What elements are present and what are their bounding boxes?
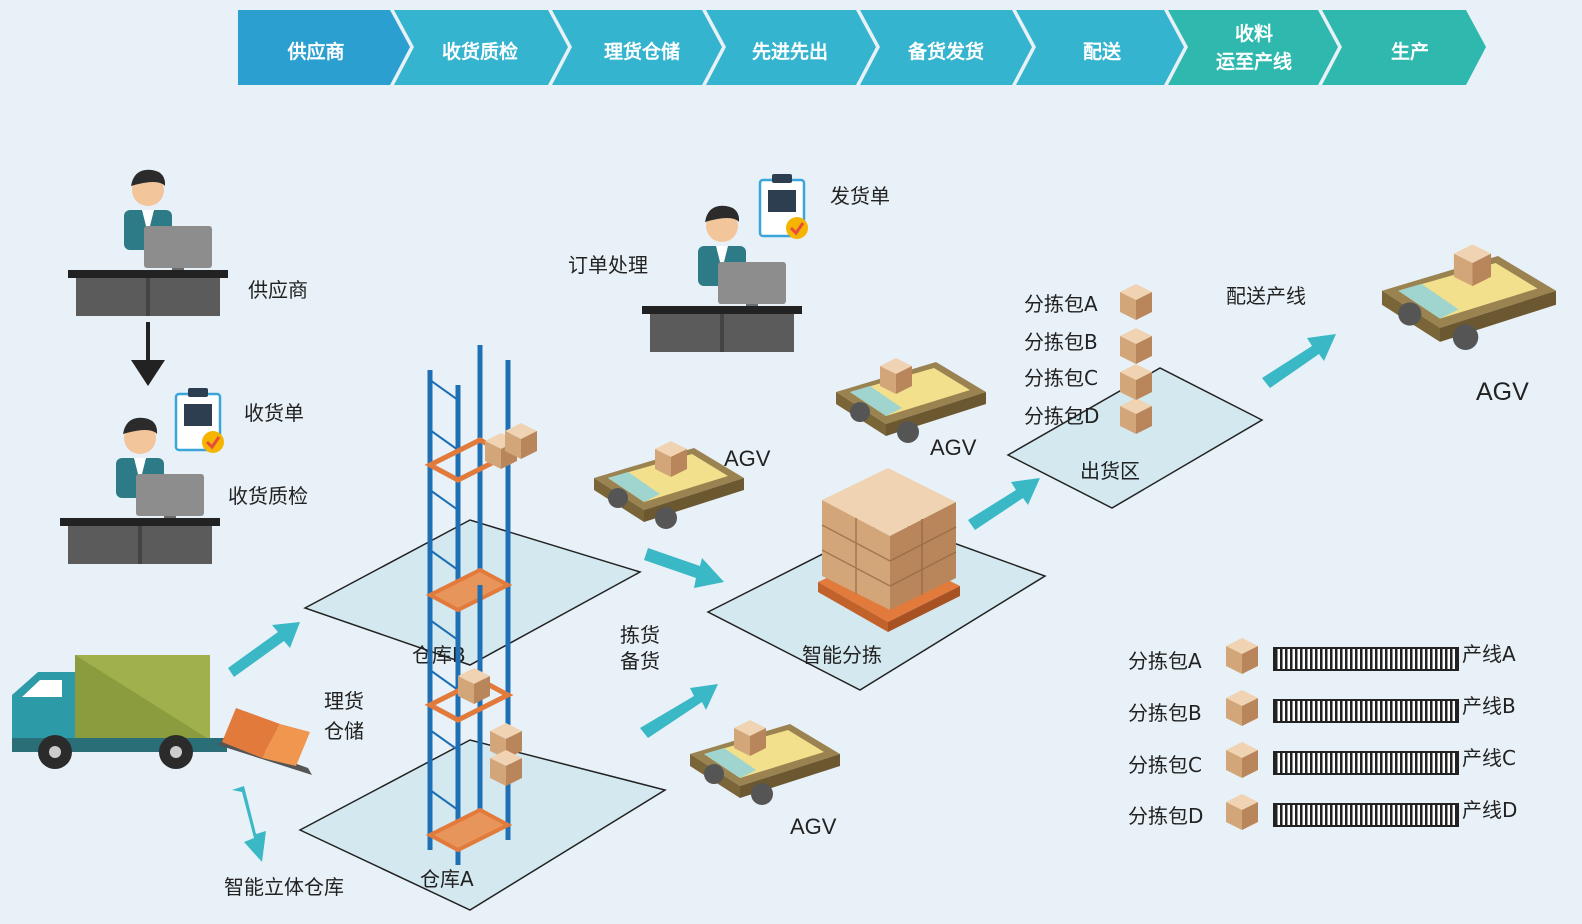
line-map-package: 分拣包B bbox=[1128, 701, 1202, 725]
receipt-doc-label: 收货单 bbox=[244, 401, 304, 425]
shipping-area-label: 出货区 bbox=[1080, 459, 1140, 483]
warehouse-a-label: 仓库A bbox=[420, 867, 474, 891]
box-icon bbox=[1226, 690, 1258, 726]
agv-2-label: AGV bbox=[930, 435, 977, 460]
step-1-label: 供应商 bbox=[286, 40, 344, 63]
step-4-label: 先进先出 bbox=[752, 40, 828, 63]
step-2-chevron bbox=[394, 10, 568, 85]
conveyor-icon bbox=[1273, 751, 1459, 775]
agv-1-label: AGV bbox=[724, 446, 771, 471]
box-icon bbox=[1226, 742, 1258, 778]
box-icon bbox=[1120, 328, 1152, 364]
box-icon bbox=[1226, 638, 1258, 674]
step-6-chevron bbox=[1016, 10, 1184, 85]
receipt-clipboard-icon bbox=[174, 386, 226, 455]
box-icon bbox=[1120, 284, 1152, 320]
box-icon bbox=[1226, 794, 1258, 830]
step-4-chevron bbox=[706, 10, 876, 85]
step-3-label: 理货仓储 bbox=[604, 40, 680, 63]
arrow-ship-to-line bbox=[1262, 334, 1336, 388]
step-8-label: 生产 bbox=[1391, 40, 1429, 63]
step-2-label: 收货质检 bbox=[442, 40, 518, 63]
order-processing-label: 订单处理 bbox=[568, 253, 648, 277]
pallet-boxes-icon bbox=[818, 468, 960, 632]
down-arrow-icon bbox=[131, 322, 165, 386]
conveyor-icon bbox=[1273, 699, 1459, 723]
shipping-floor bbox=[1006, 367, 1264, 509]
monitor-icon bbox=[718, 262, 786, 312]
supplier-label: 供应商 bbox=[248, 278, 308, 302]
line-map-row: 分拣包B 产线B bbox=[1128, 690, 1516, 726]
arrow-sort-to-ship bbox=[968, 478, 1040, 530]
process-flow-bar: 供应商 收货质检 理货仓储 先进先出 备货发货 配送 收料 运至产线 生产 bbox=[238, 10, 1486, 85]
line-map-row: 分拣包C 产线C bbox=[1128, 742, 1516, 778]
step-3-chevron bbox=[552, 10, 722, 85]
shipping-doc-label: 发货单 bbox=[830, 184, 890, 208]
line-map-row: 分拣包A 产线A bbox=[1128, 638, 1516, 674]
arrow-truck-down bbox=[232, 786, 266, 862]
arrow-a-to-agv bbox=[640, 684, 718, 738]
step-5-label: 备货发货 bbox=[907, 40, 984, 63]
stock-storage-label-line2: 仓储 bbox=[324, 719, 364, 743]
flow-arrows bbox=[228, 334, 1336, 862]
arrow-truck-to-b bbox=[228, 622, 300, 677]
stock-storage-label-line1: 理货 bbox=[324, 689, 364, 713]
step-7-label-line2: 运至产线 bbox=[1216, 50, 1292, 73]
stack-package-d: 分拣包D bbox=[1024, 404, 1099, 428]
desk-icon bbox=[68, 270, 228, 316]
agv-4-label: AGV bbox=[1476, 378, 1529, 406]
monitor-icon bbox=[136, 474, 204, 524]
conveyor-icon bbox=[1273, 647, 1459, 671]
step-7-chevron bbox=[1168, 10, 1338, 85]
stack-package-a: 分拣包A bbox=[1024, 292, 1098, 316]
arrow-agv-to-sort bbox=[644, 548, 724, 588]
line-map-package: 分拣包D bbox=[1128, 804, 1203, 828]
receive-inspect-label: 收货质检 bbox=[228, 484, 308, 508]
step-7-label-line1: 收料 bbox=[1235, 22, 1273, 45]
box-icon bbox=[458, 668, 490, 704]
line-map-line: 产线C bbox=[1462, 746, 1516, 770]
agv-3-label: AGV bbox=[790, 814, 837, 839]
stack-package-b: 分拣包B bbox=[1024, 330, 1098, 354]
desk-icon bbox=[60, 518, 220, 564]
stack-package-c: 分拣包C bbox=[1024, 366, 1098, 390]
supplier-workstation bbox=[68, 169, 228, 316]
picking-label-line1: 拣货 bbox=[620, 623, 660, 647]
step-6-label: 配送 bbox=[1083, 40, 1122, 63]
line-map-line: 产线B bbox=[1462, 694, 1516, 718]
conveyor-icon bbox=[1273, 803, 1459, 827]
smart-warehouse-label: 智能立体仓库 bbox=[224, 875, 344, 899]
step-8-chevron bbox=[1322, 10, 1486, 85]
step-5-chevron bbox=[860, 10, 1032, 85]
step-1-chevron bbox=[238, 10, 410, 85]
delivery-truck-icon bbox=[12, 655, 312, 775]
line-map-row: 分拣包D 产线D bbox=[1128, 794, 1517, 830]
shipping-clipboard-icon bbox=[758, 172, 810, 241]
agv-4-icon bbox=[1382, 244, 1556, 350]
line-map-package: 分拣包C bbox=[1128, 753, 1202, 777]
line-map-line: 产线A bbox=[1462, 642, 1516, 666]
smart-sorting-label: 智能分拣 bbox=[802, 643, 882, 667]
sorted-package-stack bbox=[1120, 284, 1152, 434]
line-map-package: 分拣包A bbox=[1128, 649, 1202, 673]
picking-label-line2: 备货 bbox=[620, 649, 660, 673]
monitor-icon bbox=[144, 226, 212, 276]
line-map: 分拣包A 产线A 分拣包B 产线B 分拣包C 产线C 分拣包D 产线D bbox=[1128, 638, 1517, 830]
deliver-line-label: 配送产线 bbox=[1226, 284, 1306, 308]
line-map-line: 产线D bbox=[1462, 798, 1517, 822]
desk-icon bbox=[642, 306, 802, 352]
